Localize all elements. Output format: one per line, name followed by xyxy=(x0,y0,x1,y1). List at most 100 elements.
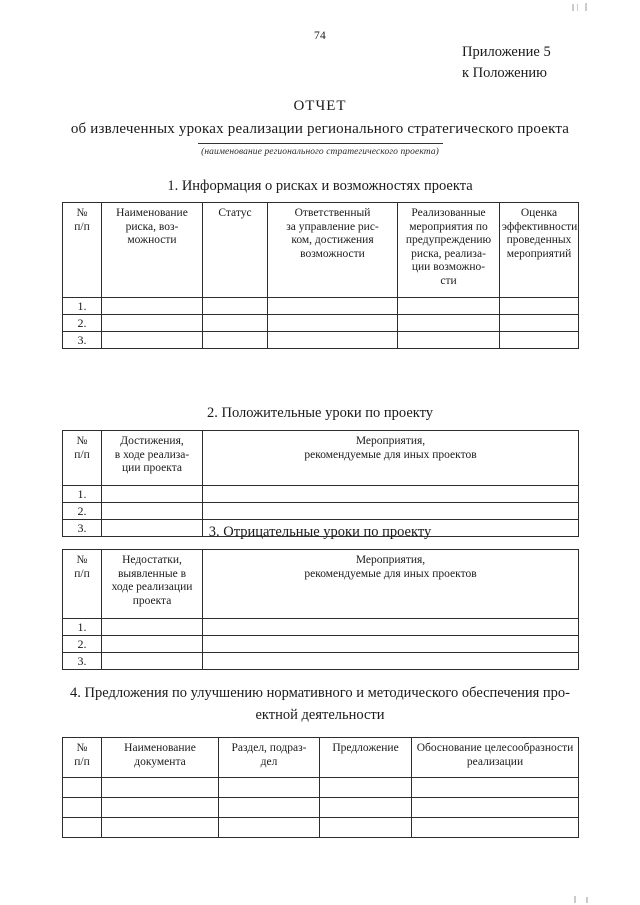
row-number xyxy=(62,817,102,838)
section-heading-3: 3. Отрицательные уроки по проекту xyxy=(208,524,432,540)
cell-recommended-measures[interactable] xyxy=(202,652,579,670)
row-number: 1. xyxy=(62,618,102,636)
column-header-achievements: Достижения, в ходе реализа- ции проекта xyxy=(101,430,203,486)
cell-risk-name[interactable] xyxy=(101,331,203,349)
column-header-section-subsection: Раздел, подраз- дел xyxy=(218,737,320,778)
document-title-line-2: об извлеченных уроках реализации региона… xyxy=(70,121,570,137)
row-number: 3. xyxy=(62,652,102,670)
cell-recommended-measures[interactable] xyxy=(202,485,579,503)
cell-risk-name[interactable] xyxy=(101,297,203,315)
section-heading-2: 2. Положительные уроки по проекту xyxy=(206,405,434,421)
table-row[interactable]: 3. xyxy=(62,331,579,349)
row-number: 2. xyxy=(62,314,102,332)
cell-effectiveness-assessment[interactable] xyxy=(499,314,579,332)
column-header-number: № п/п xyxy=(62,737,102,778)
scan-artifact xyxy=(572,4,574,11)
cell-proposal[interactable] xyxy=(319,797,412,818)
section-heading-4: 4. Предложения по улучшению нормативного… xyxy=(62,682,578,726)
column-header-proposal: Предложение xyxy=(319,737,412,778)
table-row[interactable]: 2. xyxy=(62,314,579,332)
table-row[interactable] xyxy=(62,817,579,838)
column-header-status: Статус xyxy=(202,202,268,298)
scan-artifact xyxy=(586,897,588,903)
column-header-recommended-measures: Мероприятия, рекомендуемые для иных прое… xyxy=(202,549,579,619)
cell-implemented-measures[interactable] xyxy=(397,314,500,332)
cell-achievements[interactable] xyxy=(101,502,203,520)
cell-implemented-measures[interactable] xyxy=(397,331,500,349)
document-title: ОТЧЕТ об извлеченных уроках реализации р… xyxy=(0,95,640,141)
cell-status[interactable] xyxy=(202,331,268,349)
cell-responsible[interactable] xyxy=(267,314,398,332)
table-row[interactable]: 1. xyxy=(62,297,579,315)
column-header-number: № п/п xyxy=(62,430,102,486)
scan-artifact xyxy=(574,896,576,903)
column-header-risk-name: Наименование риска, воз- можности xyxy=(101,202,203,298)
cell-effectiveness-assessment[interactable] xyxy=(499,297,579,315)
table-row[interactable] xyxy=(62,797,579,818)
cell-implemented-measures[interactable] xyxy=(397,297,500,315)
cell-achievements[interactable] xyxy=(101,485,203,503)
cell-section-subsection[interactable] xyxy=(218,777,320,798)
cell-risk-name[interactable] xyxy=(101,314,203,332)
column-header-number: № п/п xyxy=(62,202,102,298)
cell-shortcomings[interactable] xyxy=(101,618,203,636)
cell-effectiveness-assessment[interactable] xyxy=(499,331,579,349)
cell-shortcomings[interactable] xyxy=(101,635,203,653)
cell-document-name[interactable] xyxy=(101,797,219,818)
row-number xyxy=(62,797,102,818)
appendix-line-1: Приложение 5 xyxy=(462,44,551,60)
cell-responsible[interactable] xyxy=(267,297,398,315)
cell-justification[interactable] xyxy=(411,797,579,818)
cell-responsible[interactable] xyxy=(267,331,398,349)
table-row[interactable] xyxy=(62,777,579,798)
column-header-number: № п/п xyxy=(62,549,102,619)
section-heading-4-line-1: 4. Предложения по улучшению нормативного… xyxy=(69,685,571,701)
column-header-implemented-measures: Реализованные мероприятия по предупрежде… xyxy=(397,202,500,298)
row-number: 3. xyxy=(62,331,102,349)
section-heading-1: 1. Информация о рисках и возможностях пр… xyxy=(167,178,473,194)
positive-lessons-table: № п/п Достижения, в ходе реализа- ции пр… xyxy=(62,430,579,537)
table-header-row: № п/п Достижения, в ходе реализа- ции пр… xyxy=(62,430,579,486)
column-header-effectiveness-assessment: Оценка эффективности проведенных меропри… xyxy=(499,202,579,298)
row-number xyxy=(62,777,102,798)
row-number: 3. xyxy=(62,519,102,537)
table-header-row: № п/п Наименование риска, воз- можности … xyxy=(62,202,579,298)
cell-status[interactable] xyxy=(202,297,268,315)
cell-document-name[interactable] xyxy=(101,777,219,798)
cell-recommended-measures[interactable] xyxy=(202,618,579,636)
column-header-justification: Обоснование целесообразности реализации xyxy=(411,737,579,778)
column-header-responsible: Ответственный за управление рис- ком, до… xyxy=(267,202,398,298)
table-row[interactable]: 3. xyxy=(62,652,579,670)
cell-proposal[interactable] xyxy=(319,817,412,838)
row-number: 2. xyxy=(62,502,102,520)
row-number: 1. xyxy=(62,297,102,315)
cell-justification[interactable] xyxy=(411,777,579,798)
appendix-reference: Приложение 5 к Положению xyxy=(462,42,551,84)
cell-justification[interactable] xyxy=(411,817,579,838)
table-header-row: № п/п Недостатки, выявленные в ходе реал… xyxy=(62,549,579,619)
cell-status[interactable] xyxy=(202,314,268,332)
table-row[interactable]: 2. xyxy=(62,502,579,520)
cell-section-subsection[interactable] xyxy=(218,797,320,818)
cell-recommended-measures[interactable] xyxy=(202,519,579,537)
table-row[interactable]: 2. xyxy=(62,635,579,653)
negative-lessons-table: № п/п Недостатки, выявленные в ходе реал… xyxy=(62,549,579,670)
column-header-document-name: Наименование документа xyxy=(101,737,219,778)
cell-document-name[interactable] xyxy=(101,817,219,838)
document-title-line-1: ОТЧЕТ xyxy=(293,98,347,114)
cell-shortcomings[interactable] xyxy=(101,652,203,670)
scan-artifact xyxy=(585,3,587,11)
cell-recommended-measures[interactable] xyxy=(202,502,579,520)
column-header-shortcomings: Недостатки, выявленные в ходе реализации… xyxy=(101,549,203,619)
cell-recommended-measures[interactable] xyxy=(202,635,579,653)
page-number: 74 xyxy=(313,30,327,42)
cell-section-subsection[interactable] xyxy=(218,817,320,838)
table-row[interactable]: 1. xyxy=(62,485,579,503)
table-row[interactable]: 1. xyxy=(62,618,579,636)
cell-proposal[interactable] xyxy=(319,777,412,798)
table-row[interactable]: 3. xyxy=(62,519,579,537)
row-number: 2. xyxy=(62,635,102,653)
project-name-caption: (наименование регионального стратегическ… xyxy=(201,147,439,157)
row-number: 1. xyxy=(62,485,102,503)
